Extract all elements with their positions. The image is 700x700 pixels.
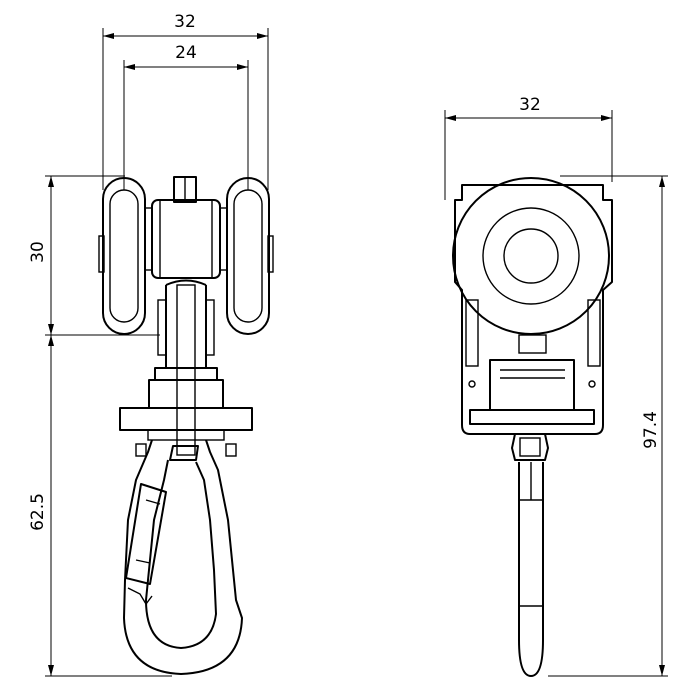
front-outer-width-dimension: 32 <box>103 12 268 39</box>
swivel-stem <box>157 279 215 456</box>
side-swivel <box>511 433 549 461</box>
front-outer-width-label: 32 <box>174 12 196 32</box>
front-hook-height-label: 62.5 <box>28 493 48 531</box>
side-width-dimension: 32 <box>445 95 612 121</box>
left-wheel <box>98 177 146 335</box>
front-inner-width-dimension: 24 <box>124 43 248 70</box>
side-view: 32 97.4 <box>444 95 668 677</box>
hook-flange <box>119 367 253 441</box>
right-wheel <box>226 177 274 335</box>
front-wheel-height-dimension: 30 <box>28 176 54 335</box>
side-total-height-label: 97.4 <box>641 411 661 449</box>
side-total-height-dimension: 97.4 <box>641 176 665 676</box>
snap-hook <box>123 439 243 675</box>
side-roller <box>452 177 610 335</box>
side-flange-block <box>469 359 595 425</box>
side-hook <box>518 462 544 677</box>
front-hook-height-dimension: 62.5 <box>28 335 54 676</box>
front-view: 32 24 30 62.5 <box>28 12 274 677</box>
side-body-frame <box>454 184 613 435</box>
carrier-body <box>145 199 227 279</box>
side-width-label: 32 <box>519 95 541 115</box>
front-wheel-height-label: 30 <box>28 241 48 263</box>
front-inner-width-label: 24 <box>175 43 197 63</box>
